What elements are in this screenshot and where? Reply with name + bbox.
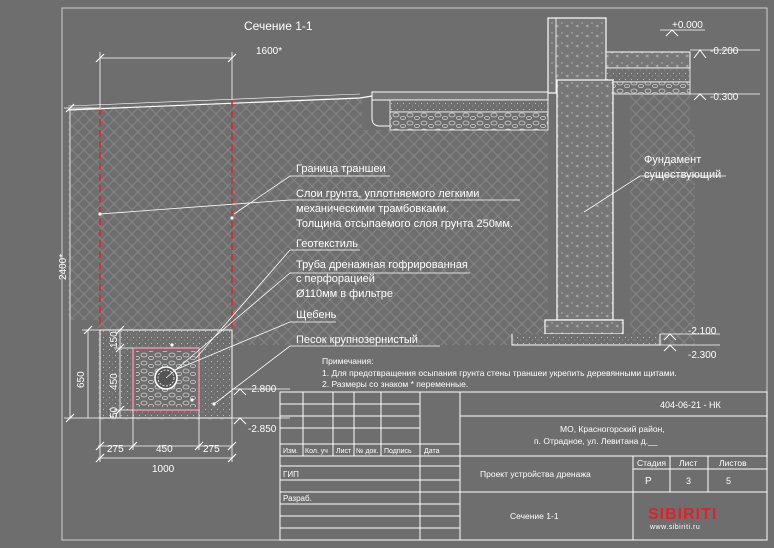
stamp-address-1: МО, Красногорский район, (560, 424, 665, 434)
ground-surface (67, 95, 373, 111)
title-block-grid (279, 391, 768, 541)
callout-gravel: Щебень (296, 309, 337, 321)
level-6: -2.850 (248, 424, 277, 435)
col-sign: Подпись (384, 448, 412, 455)
callout-geotextile: Геотекстиль (296, 238, 358, 250)
stamp-website: www.sibiriti.ru (649, 524, 700, 531)
soil-hatch (68, 97, 548, 345)
col-kol: Кол. уч (305, 448, 328, 455)
stamp-razrab: Разраб. (283, 494, 312, 503)
level-2: -0.300 (710, 92, 739, 103)
stamp-sheets: 5 (726, 476, 731, 486)
stamp-stage-label: Стадия (637, 458, 666, 468)
dim-w-275-left: 275 (107, 444, 124, 455)
dim-h-50: 50 (109, 406, 120, 418)
stamp-sheets-label: Листов (719, 458, 747, 468)
note-1: 1. Для предотвращения осыпания грунта ст… (322, 368, 677, 378)
col-izm: Изм. (283, 448, 298, 455)
level-4: -2.300 (688, 350, 717, 361)
dim-height-bottom: 650 (76, 371, 87, 388)
col-list: Лист (336, 448, 352, 455)
dim-top-width: 1600* (256, 46, 282, 57)
col-doc: № док. (356, 448, 378, 455)
stamp-sheet-label: Лист (679, 458, 698, 468)
callout-foundation-1: Фундамент (644, 154, 701, 166)
sibiriti-logo: SIBIRITI (648, 506, 717, 523)
level-3: -2.100 (688, 326, 717, 337)
callout-soil-3: Толщина отсыпаемого слоя грунта 250мм. (296, 218, 513, 230)
col-date: Дата (424, 448, 440, 455)
blind-area (371, 91, 549, 101)
stamp-project: Проект устройства дренажа (480, 469, 591, 479)
dim-w-total: 1000 (152, 464, 175, 475)
stamp-sheet: 3 (686, 476, 691, 486)
stamp-address-2: п. Отрадное, ул. Левитана д.__ (534, 436, 658, 446)
floor-slab (605, 51, 691, 69)
callout-soil-1: Слои грунта, уплотняемого легкими (296, 188, 479, 200)
foundation (556, 79, 614, 321)
callout-soil-2: механическими трамбовками. (296, 203, 449, 215)
level-0: +0.000 (672, 20, 703, 31)
callout-trench-border: Граница траншеи (296, 163, 386, 175)
foundation-footing (544, 319, 624, 335)
stamp-code: 404-06-21 - НК (660, 400, 722, 410)
section-title: Сечение 1-1 (244, 19, 313, 33)
level-markers (233, 29, 707, 425)
stamp-stage: Р (645, 476, 652, 487)
callout-pipe-2: с перфорацией (296, 273, 375, 285)
stamp-drawing: Сечение 1-1 (510, 511, 559, 521)
dimension-lines (64, 29, 760, 462)
stamp-gip: ГИП (283, 470, 299, 479)
callout-pipe-1: Труба дренажная гофрированная (296, 259, 468, 271)
dim-h-150: 150 (109, 331, 120, 348)
dim-h-450: 450 (109, 373, 120, 390)
note-2: 2. Размеры со знаком * переменные. (322, 379, 468, 389)
callout-leaders (99, 175, 726, 405)
callout-sand: Песок крупнозернистый (296, 334, 418, 346)
callout-foundation-2: существующий (644, 169, 721, 181)
dimension-ticks (65, 53, 237, 463)
level-1: -0.200 (710, 46, 739, 57)
dim-w-450: 450 (156, 444, 173, 455)
level-5: -2.800 (248, 384, 277, 395)
notes-heading: Примечания: (322, 356, 373, 366)
callout-pipe-3: Ø110мм в фильтре (296, 288, 393, 300)
dim-height-total: 2400* (58, 254, 69, 280)
dim-w-275-right: 275 (203, 444, 220, 455)
